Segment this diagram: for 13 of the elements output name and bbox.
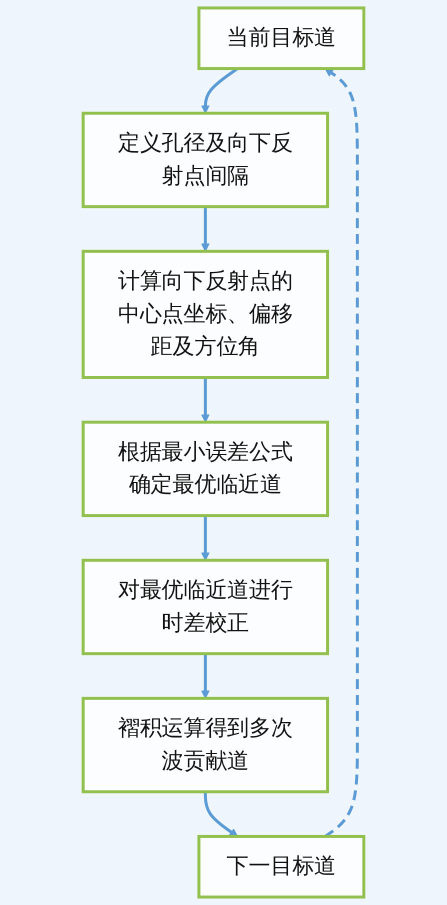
arrow (204, 792, 238, 837)
arrow (201, 206, 210, 252)
node-box: 计算向下反射点的中心点坐标、偏移距及方位角 (82, 250, 330, 379)
arrow (201, 654, 210, 699)
node-box: 根据最小误差公式确定最优临近道 (82, 420, 330, 518)
node-box: 褶积运算得到多次波贡献道 (82, 696, 330, 794)
arrow (201, 378, 210, 423)
node-box: 当前目标道 (197, 6, 366, 70)
node-box: 对最优临近道进行时差校正 (82, 558, 330, 656)
node-box: 定义孔径及向下反射点间隔 (82, 112, 330, 208)
arrow (201, 516, 210, 561)
node-box: 下一目标道 (197, 834, 366, 899)
arrow (201, 67, 238, 114)
